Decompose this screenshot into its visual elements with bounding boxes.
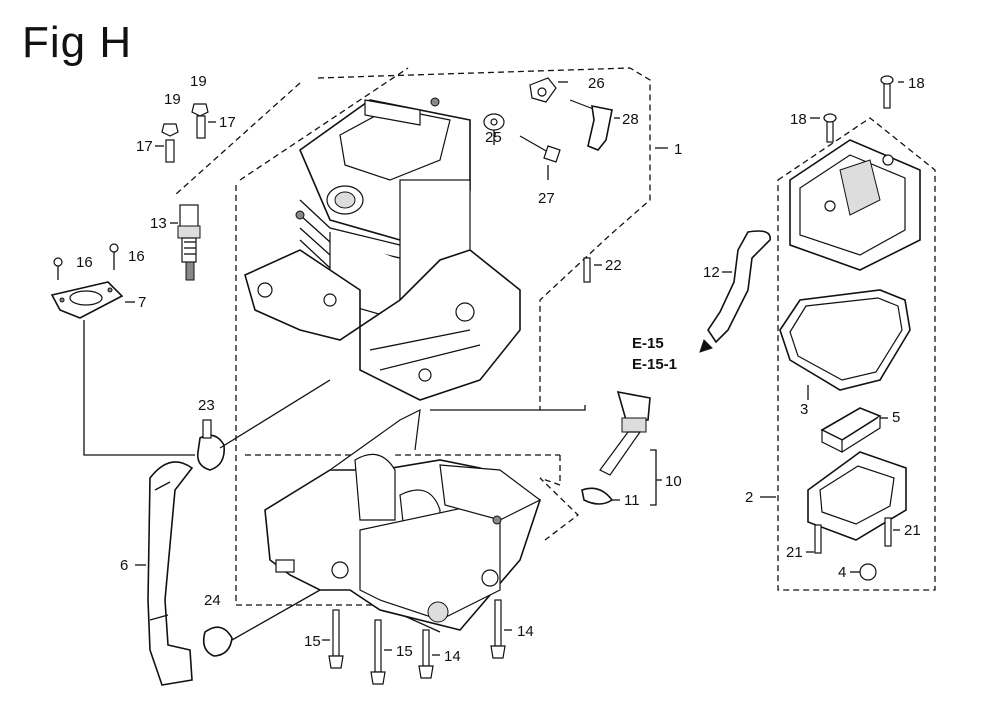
callout-2: 2 (745, 489, 753, 506)
callout-12: 12 (703, 264, 720, 281)
crankcase (264, 408, 542, 631)
insulator-plate (50, 243, 195, 456)
callout-14-b: 14 (444, 648, 461, 665)
cross-references: E-15 E-15-1 (632, 335, 677, 373)
figure-title: Fig H (22, 18, 133, 67)
callout-18-b: 18 (908, 75, 925, 92)
dowel-pin (583, 257, 602, 283)
callout-13: 13 (150, 215, 167, 232)
callout-11: 11 (624, 492, 640, 509)
callout-7: 7 (138, 294, 146, 311)
nuts-and-studs-17-19 (155, 103, 216, 163)
callout-15-a: 15 (304, 633, 321, 650)
cross-reference-arrow (699, 339, 713, 353)
callout-25: 25 (485, 129, 502, 146)
callout-26: 26 (588, 75, 605, 92)
callout-14-a: 14 (517, 623, 534, 640)
crankcase-bolts (322, 599, 512, 685)
breather-case (760, 451, 907, 581)
callout-28: 28 (622, 111, 639, 128)
callout-10: 10 (665, 473, 682, 490)
callout-16-b: 16 (128, 248, 145, 265)
callout-17-a: 17 (136, 138, 153, 155)
rocker-components (483, 77, 620, 180)
reference-e-15-1: E-15-1 (632, 356, 677, 373)
callout-labels: 1 2 3 4 5 6 7 10 11 12 13 14 14 15 15 16… (76, 73, 925, 665)
callout-3: 3 (800, 401, 808, 418)
hose-clamp-lower (202, 589, 321, 657)
callout-6: 6 (120, 557, 128, 574)
callout-23: 23 (198, 397, 215, 414)
callout-22: 22 (605, 257, 622, 274)
callout-16-a: 16 (76, 254, 93, 271)
callout-1: 1 (674, 141, 682, 158)
callout-21-b: 21 (904, 522, 921, 539)
hose-clamp-upper (196, 379, 331, 471)
callout-19-b: 19 (190, 73, 207, 90)
callout-5: 5 (892, 409, 900, 426)
spark-plug (170, 204, 201, 281)
reference-e-15: E-15 (632, 335, 664, 352)
cylinder-block (244, 97, 521, 401)
assembly-boundaries (174, 67, 936, 633)
callout-21-a: 21 (786, 544, 803, 561)
valve-cover-gasket (779, 289, 911, 400)
breather-hose (135, 461, 194, 686)
callout-27: 27 (538, 190, 555, 207)
valve-cover (789, 75, 921, 271)
breather-insert (820, 407, 888, 453)
callout-17-b: 17 (219, 114, 236, 131)
callout-24: 24 (204, 592, 221, 609)
callout-4: 4 (838, 564, 846, 581)
breather-tube (707, 230, 771, 344)
callout-19-a: 19 (164, 91, 181, 108)
callout-18-a: 18 (790, 111, 807, 128)
callout-15-b: 15 (396, 643, 413, 660)
oil-level-sensor (581, 390, 662, 506)
